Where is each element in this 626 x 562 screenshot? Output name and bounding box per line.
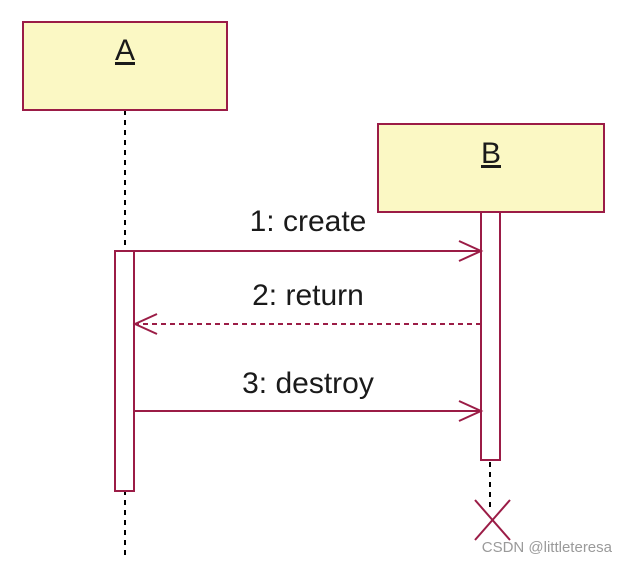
destroy-x-icon <box>474 499 511 541</box>
lifeline-b-box: B <box>377 123 605 213</box>
message-destroy: 3: destroy <box>134 367 484 422</box>
watermark: CSDN @littleteresa <box>482 539 613 556</box>
lifeline-a-box: A <box>22 21 228 111</box>
message-destroy-label: 3: destroy <box>242 367 374 400</box>
message-return-label: 2: return <box>252 279 364 312</box>
lifeline-b-name: B <box>481 137 501 170</box>
message-create: 1: create <box>134 205 484 262</box>
activation-a <box>114 250 135 492</box>
message-return: 2: return <box>132 279 481 335</box>
activation-b <box>480 211 501 461</box>
message-create-label: 1: create <box>250 205 367 238</box>
lifeline-a-name: A <box>115 34 135 67</box>
